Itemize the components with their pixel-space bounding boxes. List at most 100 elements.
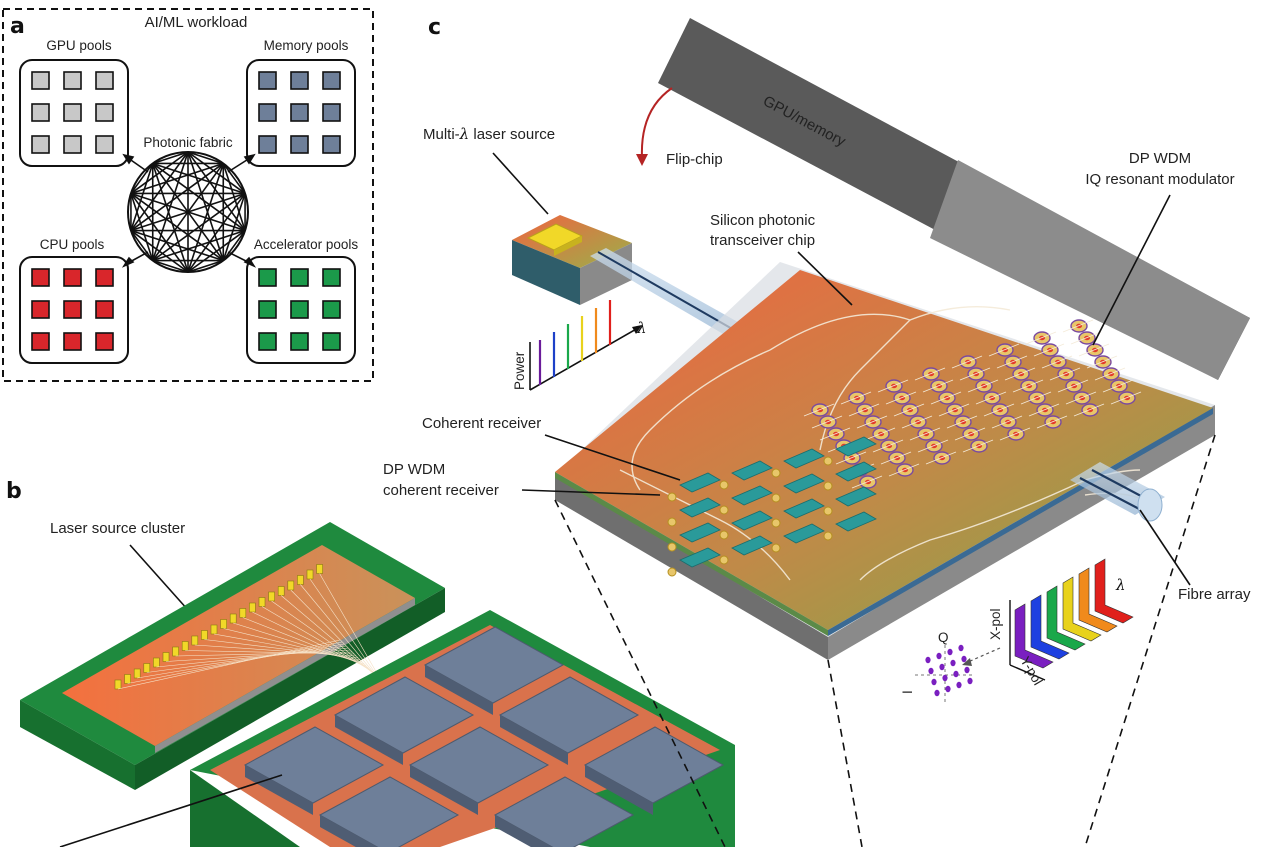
laser-emitter [287, 580, 295, 591]
receiver-block [679, 497, 721, 518]
accelerator-pool-tile [322, 300, 341, 319]
constellation-point [939, 663, 945, 671]
laser-emitter [124, 674, 131, 684]
laser-source-leader [492, 152, 549, 215]
laser-emitter [258, 597, 266, 607]
fabric-link [222, 230, 246, 262]
fabric-link [130, 162, 224, 195]
ring-bus [1110, 391, 1142, 405]
wavelength-slabs [1014, 558, 1134, 669]
laser-trace [319, 573, 383, 683]
laser-emitter [239, 608, 247, 618]
ring-bus [925, 451, 957, 465]
compute-die [243, 726, 385, 804]
laser-emitter [210, 624, 218, 635]
ring-bus [1033, 343, 1065, 357]
compute-die-side [500, 715, 568, 765]
compute-die [498, 676, 640, 754]
laser-cluster-leader [129, 544, 189, 611]
dp-coh-leader [521, 489, 661, 496]
dp-coh-label-1: DP WDM [383, 461, 445, 478]
laser-emitter [306, 569, 314, 580]
laser-trace [290, 589, 377, 677]
receiver-block [783, 473, 825, 494]
cluster-board-right [135, 588, 445, 790]
si-chip-label-2: transceiver chip [710, 232, 815, 249]
laser-emitter [172, 646, 179, 657]
ring-bus [999, 427, 1031, 441]
laser-die-edge [554, 236, 582, 256]
receiver-ring [719, 555, 729, 565]
ring-bus [1028, 403, 1060, 417]
flip-chip-arrowhead [636, 154, 648, 166]
ring-bus [877, 379, 909, 393]
cpu-pools-label: CPU pools [40, 237, 105, 252]
laser-emitter [162, 652, 170, 662]
ring-bus [840, 391, 872, 405]
fabric-link [130, 193, 154, 261]
gpu-pool-tile [31, 135, 50, 154]
ring-bus [1012, 379, 1044, 393]
ring-bus [983, 403, 1015, 417]
ring-bus [946, 415, 978, 429]
ring-bus [1070, 331, 1102, 345]
iq-mod-leader [1092, 194, 1171, 346]
ring-bus [1041, 355, 1073, 369]
receiver-ring [667, 567, 677, 577]
receiver-block [731, 485, 773, 506]
memory-pool-tile [322, 71, 341, 90]
receiver-ring [771, 493, 781, 503]
workload-title: AI/ML workload [145, 14, 248, 31]
receiver-block [679, 547, 721, 568]
wavelength-slab [1030, 594, 1070, 660]
compute-die [583, 726, 725, 804]
cpu-pool-tile [31, 332, 50, 351]
panel-b: b Laser source cluster [6, 479, 735, 847]
iq-mod-label-2: IQ resonant modulator [1085, 171, 1234, 188]
laser-trace [252, 611, 369, 669]
receiver-block [835, 436, 877, 457]
panel-a: a AI/ML workload GPU pools Memory pools … [2, 8, 374, 382]
receiver-ring [823, 531, 833, 541]
ring-bus [988, 343, 1020, 357]
gpu-pool-tile [63, 71, 82, 90]
wavelength-slab [1078, 567, 1118, 633]
compute-tiles [243, 626, 725, 847]
receiver-ring [823, 481, 833, 491]
accelerator-pool-tile [322, 268, 341, 287]
compute-die-side [245, 765, 313, 815]
receiver-block [731, 510, 773, 531]
fabric-link [151, 163, 189, 273]
photonic-fabric-mesh [127, 151, 249, 273]
laser-array [114, 564, 383, 690]
coherent-receiver-leader [544, 434, 681, 481]
compute-board-left [190, 770, 300, 847]
laser-trace [242, 617, 367, 667]
ring-bus [951, 355, 983, 369]
coherent-receiver-label: Coherent receiver [422, 415, 541, 432]
accelerator-pool-tile [258, 300, 277, 319]
receiver-ring [823, 506, 833, 516]
receiver-ring [719, 480, 729, 490]
fabric-link [152, 229, 246, 262]
ring-bus [1065, 391, 1097, 405]
laser-emitter [316, 564, 323, 574]
receiver-block [731, 460, 773, 481]
receiver-ring [771, 543, 781, 553]
i-axis-label: I [900, 690, 915, 694]
coherent-receiver-array [667, 436, 877, 577]
fibre-array-leader [1139, 509, 1191, 586]
compute-die-side [335, 715, 403, 765]
compute-die-side [495, 815, 553, 847]
receiver-block [679, 472, 721, 493]
cpu-pool-tile [63, 268, 82, 287]
laser-emitter [191, 635, 199, 646]
laser-emitter [220, 619, 227, 629]
laser-cluster-label: Laser source cluster [50, 520, 185, 537]
cluster-board-left [20, 700, 135, 790]
cpu-pool-tile [95, 332, 114, 351]
fabric-link [187, 151, 224, 165]
ring-bus [917, 439, 949, 453]
ring-bus [914, 367, 946, 381]
ring-bus [819, 427, 851, 441]
